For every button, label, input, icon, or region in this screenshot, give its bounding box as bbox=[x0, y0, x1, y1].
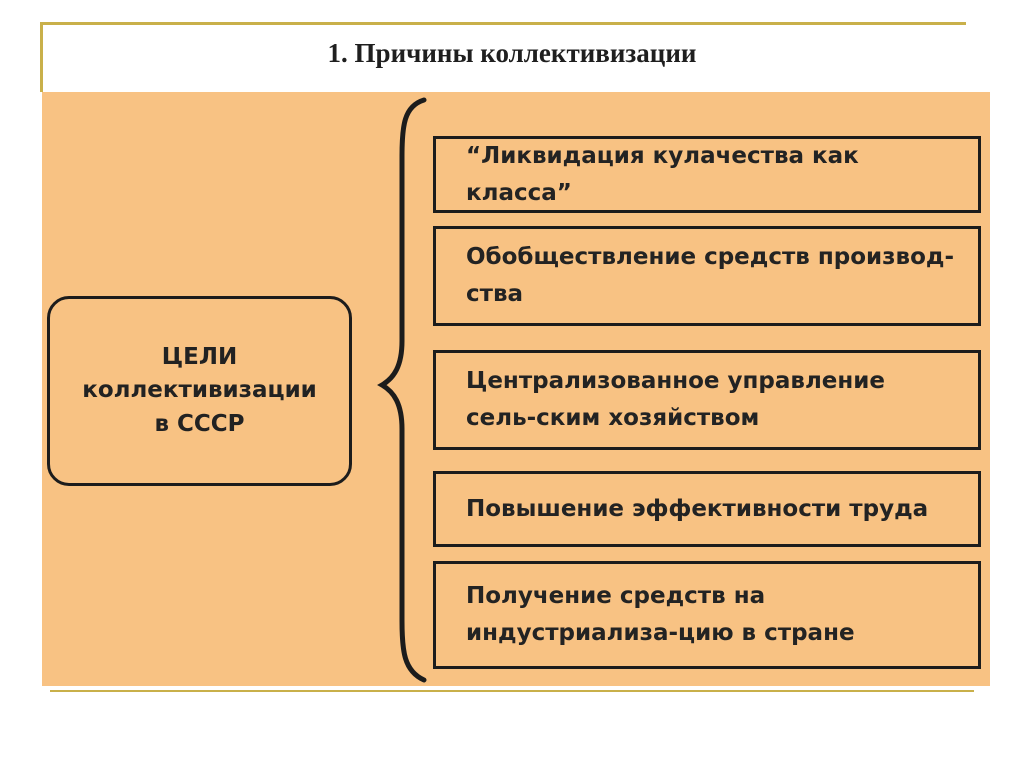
slide-title: 1. Причины коллективизации bbox=[327, 38, 697, 68]
goal-box-4: Повышение эффективности труда bbox=[433, 471, 981, 547]
bottom-rule bbox=[50, 690, 974, 692]
goal-text-1: “Ликвидация кулачества как класса” bbox=[466, 142, 859, 206]
diagram-panel bbox=[42, 92, 990, 686]
goal-text-2: Обобществление средств производ-ства bbox=[466, 244, 954, 307]
goal-box-2: Обобществление средств производ-ства bbox=[433, 226, 981, 326]
main-goal-line-2: коллективизации bbox=[82, 377, 317, 404]
goal-text-4: Повышение эффективности труда bbox=[466, 495, 929, 522]
main-goal-box: ЦЕЛИ коллективизации в СССР bbox=[47, 296, 352, 486]
goal-box-1: “Ликвидация кулачества как класса” bbox=[433, 136, 981, 213]
main-goal-line-1: ЦЕЛИ bbox=[161, 343, 238, 370]
goal-box-5: Получение средств на индустриализа-цию в… bbox=[433, 561, 981, 669]
main-goal-line-3: в СССР bbox=[154, 410, 245, 437]
goal-text-3: Централизованное управление сель-ским хо… bbox=[466, 368, 886, 431]
top-rule bbox=[42, 22, 966, 25]
goal-text-5: Получение средств на индустриализа-цию в… bbox=[466, 583, 855, 646]
goal-box-3: Централизованное управление сель-ским хо… bbox=[433, 350, 981, 450]
curly-brace bbox=[377, 97, 427, 683]
left-rule bbox=[40, 22, 43, 92]
